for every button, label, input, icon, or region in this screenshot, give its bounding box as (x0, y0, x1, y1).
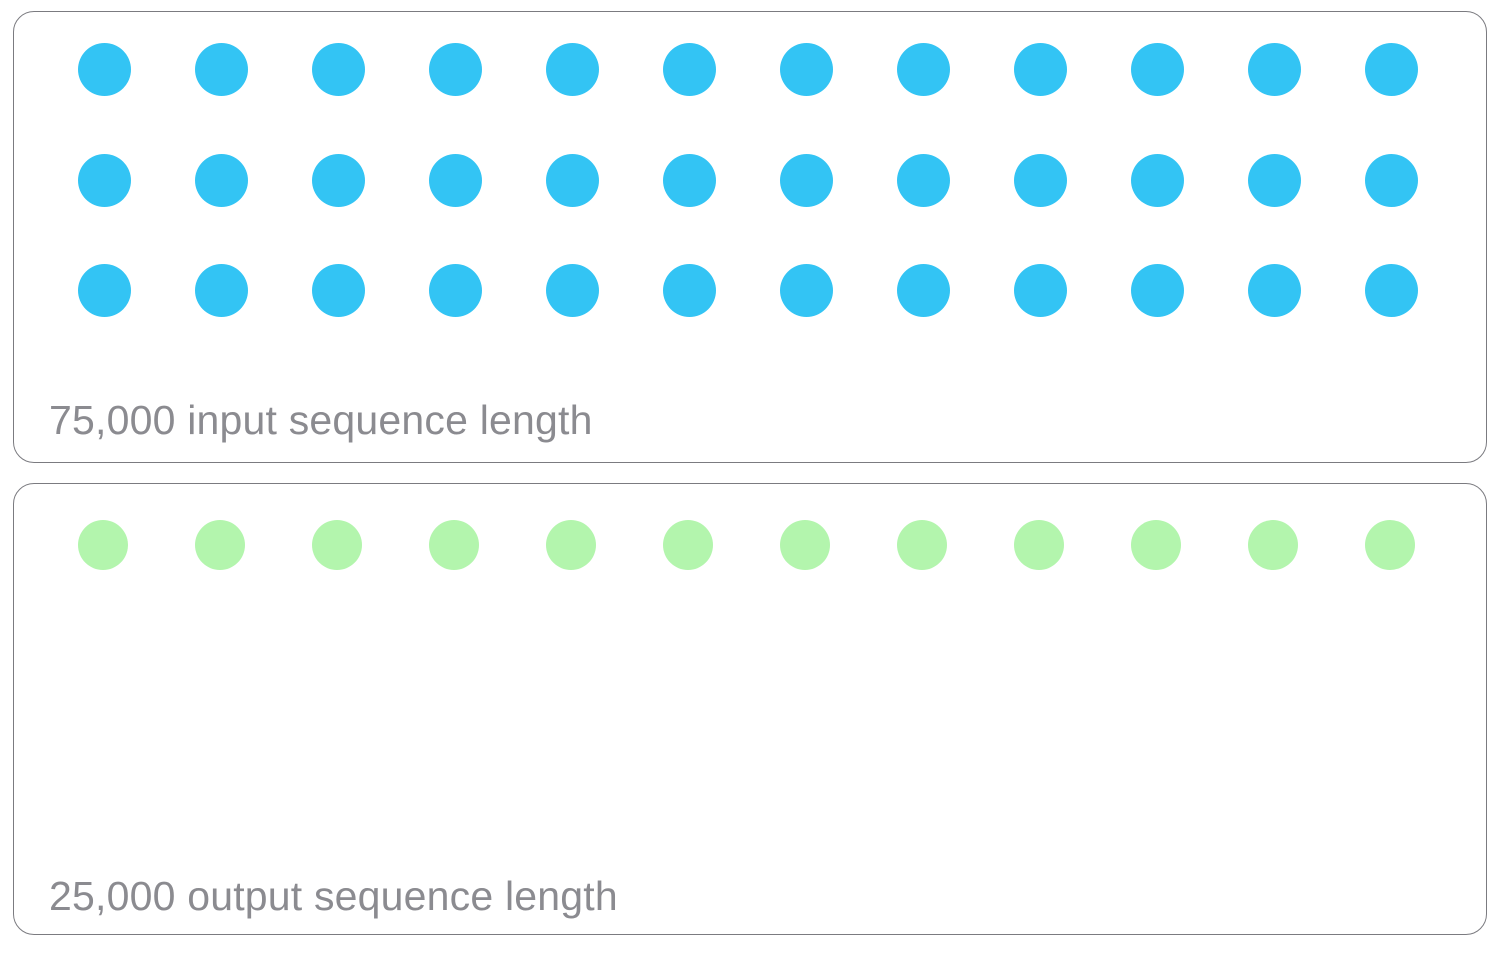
input-token-dot (1365, 43, 1418, 96)
output-sequence-label: 25,000 output sequence length (49, 873, 618, 919)
input-token-dot (546, 264, 599, 317)
input-sequence-card: 75,000 input sequence length (13, 11, 1487, 463)
input-token-dot (312, 154, 365, 207)
output-token-dot (897, 520, 947, 570)
input-token-dot (1248, 264, 1301, 317)
input-token-dot (429, 43, 482, 96)
input-dot-row (78, 154, 1418, 207)
input-token-dot (1131, 43, 1184, 96)
input-token-dot (312, 264, 365, 317)
input-dot-row (78, 43, 1418, 96)
input-token-dot (195, 154, 248, 207)
input-token-dot (78, 154, 131, 207)
output-sequence-card: 25,000 output sequence length (13, 483, 1487, 935)
input-token-dot (780, 43, 833, 96)
output-token-dot (1014, 520, 1064, 570)
input-token-dot (429, 264, 482, 317)
input-token-dot (1365, 264, 1418, 317)
input-token-dot (1365, 154, 1418, 207)
input-token-dot (195, 264, 248, 317)
input-token-dot (1131, 264, 1184, 317)
input-token-dot (663, 43, 716, 96)
output-dot-row (78, 520, 1415, 570)
input-token-dot (78, 264, 131, 317)
input-dot-row (78, 264, 1418, 317)
input-token-dot (1014, 264, 1067, 317)
output-token-dot (312, 520, 362, 570)
input-token-dot (897, 154, 950, 207)
input-token-dot (546, 43, 599, 96)
output-token-dot (1131, 520, 1181, 570)
input-token-dot (195, 43, 248, 96)
input-token-dot (1248, 154, 1301, 207)
output-token-dot (546, 520, 596, 570)
input-token-dot (1248, 43, 1301, 96)
input-token-dot (663, 264, 716, 317)
output-token-dot (429, 520, 479, 570)
input-token-dot (897, 43, 950, 96)
output-token-dot (1365, 520, 1415, 570)
output-token-dot (195, 520, 245, 570)
input-sequence-label: 75,000 input sequence length (49, 397, 593, 443)
input-token-dot (1014, 154, 1067, 207)
output-token-dot (1248, 520, 1298, 570)
output-token-dot (780, 520, 830, 570)
input-token-dot (312, 43, 365, 96)
input-token-dot (780, 264, 833, 317)
input-token-dot (663, 154, 716, 207)
input-token-dot (897, 264, 950, 317)
output-token-dot (663, 520, 713, 570)
input-token-dot (780, 154, 833, 207)
input-token-dot (546, 154, 599, 207)
input-token-dot (1014, 43, 1067, 96)
input-token-dot (78, 43, 131, 96)
output-token-dot (78, 520, 128, 570)
input-token-dot (429, 154, 482, 207)
input-token-dot (1131, 154, 1184, 207)
